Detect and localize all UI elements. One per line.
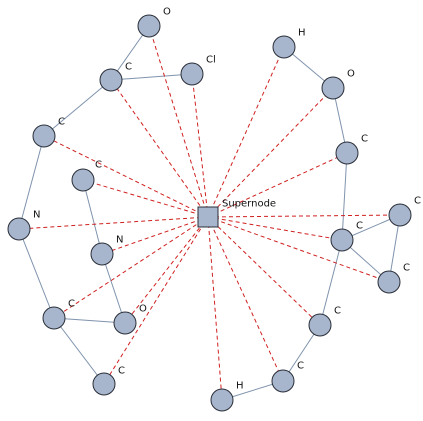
supernode-link-a12 — [207, 152, 348, 218]
atom-label-a15: C — [356, 220, 363, 231]
supernode-link-layer — [18, 25, 401, 401]
supernode-link-a10 — [207, 46, 285, 218]
atom-node-a1[interactable] — [99, 68, 123, 92]
atom-label-a7: C — [68, 298, 75, 309]
supernode-link-a8 — [124, 216, 209, 324]
atom-node-a14[interactable] — [377, 270, 401, 294]
atom-node-a18[interactable] — [210, 388, 234, 412]
supernode-link-a5 — [18, 216, 209, 230]
atom-label-a12: C — [361, 133, 368, 144]
atom-node-a5[interactable] — [7, 217, 31, 241]
atom-node-a10[interactable] — [272, 35, 296, 59]
supernode-link-a6 — [101, 216, 209, 255]
atom-node-a9[interactable] — [92, 372, 116, 396]
supernode-link-a2 — [191, 73, 209, 218]
atom-label-a10: H — [298, 27, 306, 38]
atom-label-a8: O — [139, 303, 147, 314]
atom-node-a16[interactable] — [308, 313, 332, 337]
atom-node-a3[interactable] — [32, 124, 56, 148]
supernode-label: Supernode — [222, 198, 276, 209]
supernode-square[interactable] — [197, 206, 219, 228]
atom-node-a0[interactable] — [137, 14, 161, 38]
supernode-link-a17 — [207, 216, 284, 382]
supernode-link-a3 — [43, 135, 209, 218]
atom-node-a11[interactable] — [321, 76, 345, 100]
supernode-link-a7 — [53, 216, 209, 319]
bond-a1-a3 — [43, 79, 112, 137]
atom-label-a18: H — [236, 380, 244, 391]
atom-label-a4: C — [95, 159, 102, 170]
atom-node-a17[interactable] — [271, 369, 295, 393]
atom-label-a9: C — [118, 365, 125, 376]
atom-node-a13[interactable] — [388, 203, 412, 227]
atom-label-a13: C — [414, 195, 421, 206]
atom-node-a6[interactable] — [90, 242, 114, 266]
atom-label-a5: N — [33, 209, 40, 220]
node-layer: O C ClC C N N C O C H O C C C C C C H Supernode — [7, 6, 421, 412]
atom-node-a4[interactable] — [71, 168, 95, 192]
supernode-link-a4 — [82, 179, 209, 218]
supernode-link-a11 — [207, 87, 334, 218]
bond-a3-a5 — [18, 135, 45, 230]
bond-a7-a8 — [53, 317, 126, 324]
atom-label-a17: C — [297, 360, 304, 371]
supernode-link-a16 — [207, 216, 321, 326]
supernode-link-a0 — [148, 25, 209, 218]
bond-a5-a7 — [18, 228, 55, 319]
bond-a7-a9 — [53, 317, 105, 385]
atom-node-a12[interactable] — [335, 141, 359, 165]
bond-a15-a16 — [319, 239, 343, 326]
atom-node-a7[interactable] — [42, 306, 66, 330]
atom-label-a6: N — [116, 234, 123, 245]
supernode-link-a18 — [207, 216, 223, 401]
supernode-link-a1 — [110, 79, 209, 218]
atom-node-a15[interactable] — [330, 228, 354, 252]
bond-a4-a6 — [82, 179, 103, 255]
atom-node-a8[interactable] — [113, 311, 137, 335]
supernode-link-a15 — [207, 216, 343, 241]
bond-a6-a8 — [101, 253, 126, 324]
atom-label-a11: O — [347, 68, 355, 79]
bond-a1-a2 — [110, 73, 193, 81]
atom-node-a2[interactable] — [180, 62, 204, 86]
atom-label-a16: C — [334, 305, 341, 316]
supernode-link-a13 — [207, 214, 401, 218]
bond-a12-a15 — [341, 152, 348, 241]
atom-label-a3: C — [58, 116, 65, 127]
atom-label-a0: O — [163, 6, 171, 17]
atom-label-a14: C — [403, 262, 410, 273]
atom-label-a2: Cl — [206, 54, 216, 65]
atom-label-a1: C — [125, 61, 132, 72]
supernode-link-a9 — [103, 216, 209, 385]
